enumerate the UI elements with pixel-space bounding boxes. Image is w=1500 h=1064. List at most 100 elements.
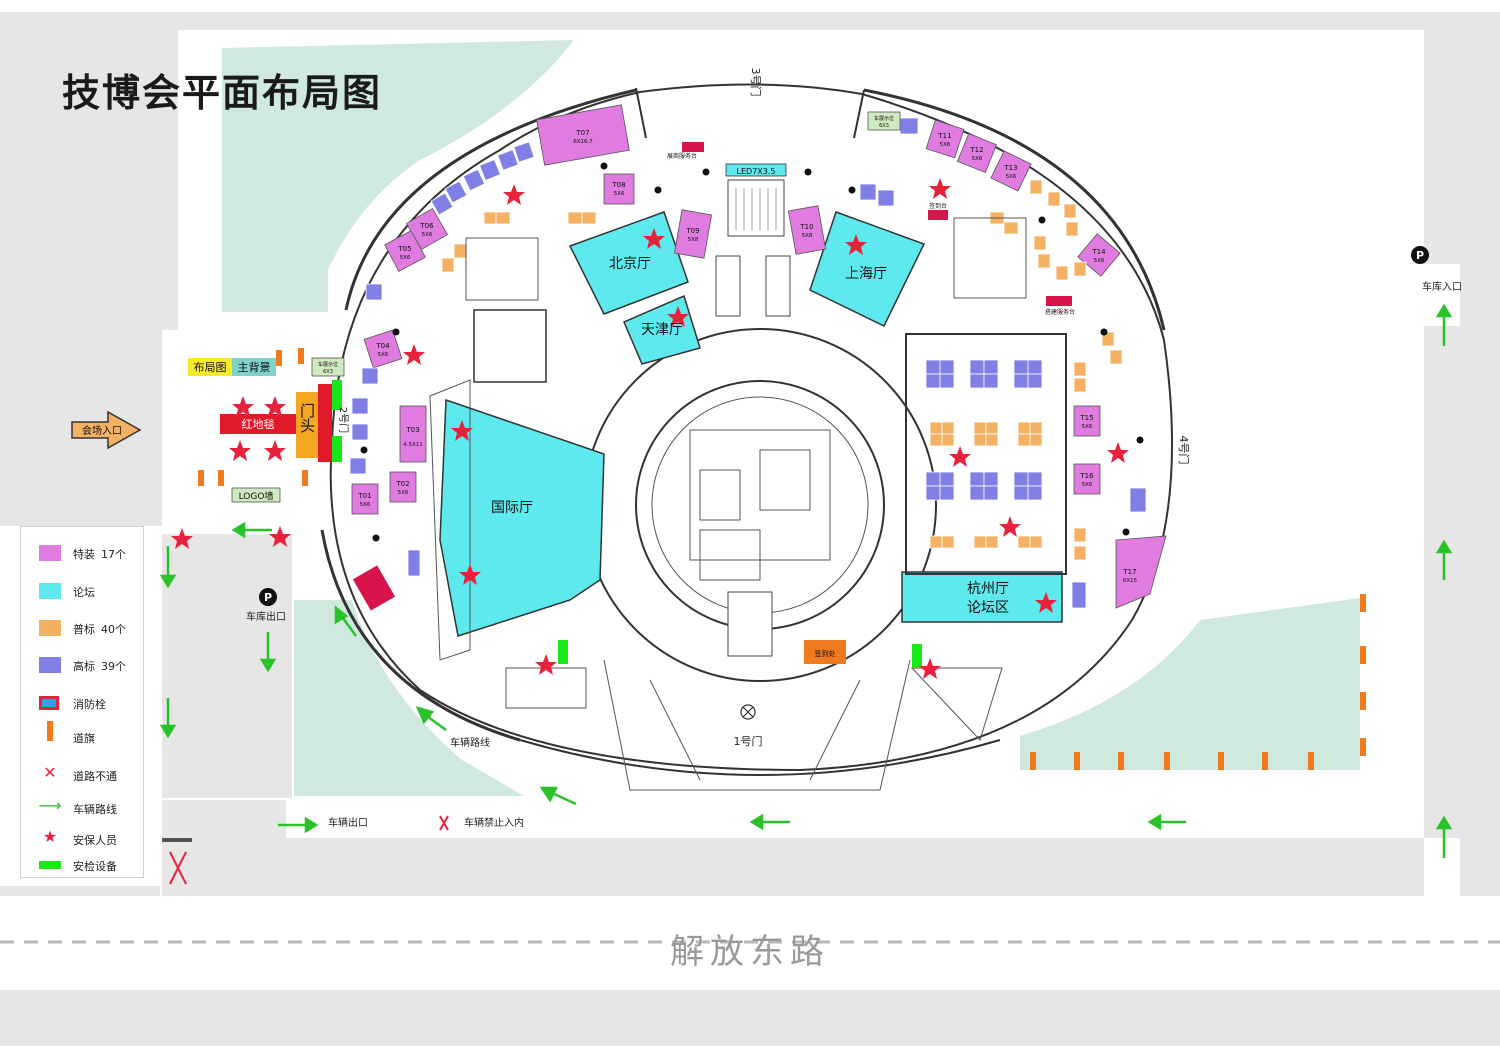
legend-label: 车辆路线 — [73, 803, 117, 816]
booth-t17 — [1115, 535, 1167, 609]
t10-id: T10 — [799, 223, 813, 231]
booth-t13 — [990, 150, 1032, 192]
booth-t04 — [363, 329, 403, 369]
legend-item-special: 特装 17个 — [21, 543, 143, 563]
standard-booths-grid — [929, 421, 1043, 549]
outer-high-booths — [349, 117, 1147, 609]
outer-standard-booths — [441, 179, 1123, 561]
door-pillar — [318, 384, 332, 462]
lower-right-block — [1424, 534, 1460, 838]
cross-icon: ✕ — [43, 763, 57, 782]
t14-id: T14 — [1091, 248, 1106, 256]
booth-t09 — [673, 209, 713, 259]
gate1-label: 1号门 — [734, 734, 763, 748]
security-device-icon — [39, 861, 61, 869]
parking-icon-exit — [259, 588, 277, 606]
t12-size: 5X6 — [972, 156, 983, 162]
legend-swatch-special — [39, 545, 61, 561]
entrance-label: 会场入口 — [82, 424, 122, 437]
fire-hydrant-w — [352, 565, 396, 611]
west-corridor — [429, 379, 471, 661]
security-device-2 — [332, 436, 342, 462]
exhibitor-service-label: 展商服务台 — [667, 152, 697, 160]
lower-left-road — [162, 534, 292, 798]
garage-entry-label: 车库入口 — [1422, 280, 1462, 293]
logo-wall-label: LOGO墙 — [239, 490, 274, 502]
vehicle-route-label: 车辆路线 — [450, 736, 490, 749]
booth-t12 — [956, 132, 998, 174]
t10-size: 5X8 — [802, 233, 813, 239]
hall-tianjin — [623, 294, 701, 365]
legend-label: 道路不通 — [73, 770, 117, 783]
left-inner-road — [160, 30, 178, 330]
hall-beijing-label: 北京厅 — [609, 256, 651, 272]
t01-size: 5X6 — [360, 502, 371, 508]
legend-count: 39个 — [101, 660, 126, 673]
arc-s — [519, 739, 1001, 776]
t01-id: T01 — [357, 492, 371, 500]
vehicle-route-arrows — [159, 303, 1453, 858]
legend-count: 17个 — [101, 548, 126, 561]
t12-id: T12 — [969, 146, 983, 154]
road-closed-marks — [169, 815, 449, 885]
layout-board — [188, 358, 232, 376]
car-display-2-label: 车展示位 — [318, 361, 338, 368]
build-service-label: 搭建服务台 — [1045, 308, 1075, 316]
legend-label: 高标 — [73, 660, 95, 673]
special-booths — [351, 104, 1167, 609]
legend-swatch-standard — [39, 620, 61, 636]
hall-shanghai — [809, 211, 926, 328]
parking-icon-entry — [1411, 246, 1429, 264]
gate1-marker-x — [742, 706, 754, 718]
t16-size: 5X6 — [1082, 482, 1093, 488]
legend-label: 特装 — [73, 548, 95, 561]
legend-item-flag: 道旗 — [21, 721, 143, 747]
special-booth-labels: T01 5X6 T02 5X6 T03 4.5X11 T04 5X6 T05 5… — [357, 129, 1137, 584]
main-backdrop — [232, 358, 276, 376]
t11-size: 5X6 — [940, 142, 951, 148]
green-area-sw — [294, 600, 524, 796]
bottom-road-2 — [0, 886, 160, 896]
main-backdrop-label: 主背景 — [238, 360, 271, 374]
hall-shanghai-label: 上海厅 — [845, 266, 887, 282]
logo-wall — [231, 487, 281, 503]
legend-label: 道旗 — [73, 732, 95, 745]
tianjin-frame — [473, 309, 547, 383]
booth-t16 — [1073, 463, 1101, 495]
room-se — [910, 667, 1003, 741]
flag-icon — [47, 721, 53, 741]
no-entry-label: 车辆禁止入内 — [464, 816, 524, 829]
gate3-label: 3号门 — [749, 68, 763, 97]
t16-id: T16 — [1079, 472, 1094, 480]
booth-t11 — [925, 119, 965, 159]
car-display-1-label: 车展示位 — [874, 115, 894, 122]
legend-item-high: 高标 39个 — [21, 655, 143, 675]
exhibitor-service-desk — [682, 142, 704, 152]
led-label: LED7X3.5 — [737, 167, 776, 176]
car-display-2-size: 6X3 — [323, 369, 333, 375]
stairs-north-lines — [735, 188, 777, 230]
t02-id: T02 — [395, 480, 409, 488]
legend-item-security-staff: ★ 安保人员 — [21, 829, 143, 849]
booth-t03 — [399, 405, 427, 463]
security-stars — [171, 178, 1129, 679]
arc-nw — [344, 88, 637, 311]
t09-size: 5X8 — [688, 237, 699, 243]
t15-size: 5X6 — [1082, 424, 1093, 430]
booth-t06 — [405, 207, 449, 251]
door-head-label: 门头 — [298, 403, 316, 433]
checkin-2-label: 签到处 — [815, 649, 836, 658]
layout-board-label: 布局图 — [194, 361, 227, 374]
checkin-1-label: 签到台 — [929, 202, 947, 210]
booth-t02 — [389, 471, 417, 503]
flags — [198, 348, 1366, 770]
legend-label: 安保人员 — [73, 834, 117, 847]
arc-sw — [320, 529, 521, 742]
legend-label: 论坛 — [73, 586, 95, 599]
legend-swatch-high — [39, 657, 61, 673]
security-device-1 — [332, 380, 342, 410]
hall-guoji-label: 国际厅 — [491, 500, 533, 516]
